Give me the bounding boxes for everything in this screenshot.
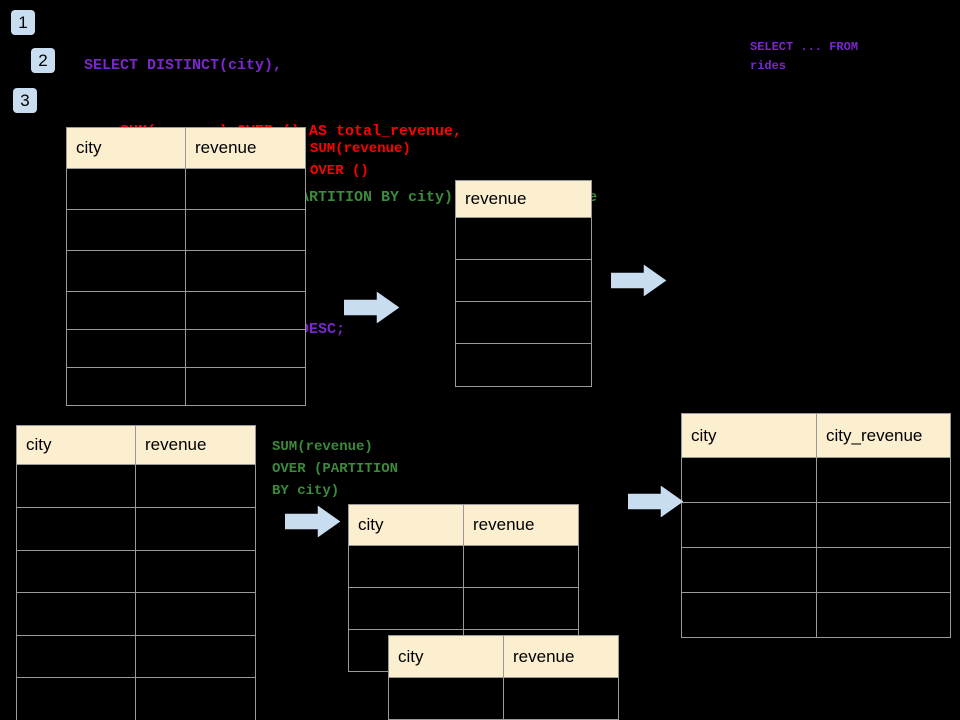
table-partition-back: city revenue — [348, 504, 579, 672]
table-result: city city_revenue — [681, 413, 951, 638]
column-header-city: city — [16, 425, 136, 465]
arrow-right-icon-top-1 — [343, 291, 400, 324]
table-row — [681, 592, 951, 638]
column-header-revenue: revenue — [503, 635, 619, 678]
column-header-city: city — [348, 504, 464, 546]
column-header-revenue: revenue — [463, 504, 579, 546]
table-row — [66, 367, 306, 406]
table-header-row: revenue — [455, 180, 592, 218]
table-row — [16, 592, 256, 636]
table-rides-bottom: city revenue — [16, 425, 256, 720]
table-cell — [16, 635, 136, 678]
table-cell — [135, 550, 256, 593]
table-header-row: city revenue — [388, 635, 619, 678]
table-cell — [66, 168, 186, 210]
table-row — [16, 507, 256, 551]
table-cell — [185, 168, 306, 210]
table-cell — [816, 502, 951, 548]
table-row — [66, 168, 306, 210]
table-row — [16, 635, 256, 678]
table-row — [455, 217, 592, 260]
table-row — [348, 587, 579, 630]
table-cell — [388, 677, 504, 720]
table-cell — [681, 547, 817, 593]
column-header-city: city — [681, 413, 817, 458]
table-cell — [463, 587, 579, 630]
table-cell — [66, 250, 186, 292]
arrow-right-icon-bottom-2 — [627, 485, 684, 518]
table-cell — [681, 592, 817, 638]
table-cell — [681, 502, 817, 548]
table-row — [455, 259, 592, 302]
table-cell — [455, 259, 592, 302]
step-badge-2: 2 — [31, 48, 55, 73]
table-cell — [66, 209, 186, 251]
column-header-city: city — [66, 127, 186, 169]
table-cell — [455, 217, 592, 260]
table-cell — [135, 464, 256, 508]
table-cell — [66, 291, 186, 330]
table-cell — [16, 677, 136, 720]
table-cell — [66, 367, 186, 406]
table-row — [66, 291, 306, 330]
table-row — [16, 464, 256, 508]
table-row — [348, 545, 579, 588]
table-partition-front: city revenue — [388, 635, 619, 720]
table-rides-top: city revenue — [66, 127, 306, 406]
table-cell — [185, 250, 306, 292]
sql-line-select: SELECT DISTINCT(city), — [84, 57, 283, 74]
table-header-row: city revenue — [348, 504, 579, 546]
column-header-revenue: revenue — [185, 127, 306, 169]
table-row — [455, 343, 592, 387]
table-cell — [16, 464, 136, 508]
table-row — [16, 550, 256, 593]
table-cell — [348, 545, 464, 588]
table-cell — [185, 367, 306, 406]
table-row — [388, 677, 619, 720]
table-row — [16, 677, 256, 720]
column-header-city-revenue: city_revenue — [816, 413, 951, 458]
side-note-select-from-rides: SELECT ... FROM rides — [750, 40, 859, 73]
table-cell — [185, 209, 306, 251]
table-row — [681, 547, 951, 593]
column-header-revenue: revenue — [455, 180, 592, 218]
table-cell — [816, 547, 951, 593]
table-row — [455, 301, 592, 344]
arrow-right-icon-top-2 — [610, 264, 667, 297]
table-cell — [463, 545, 579, 588]
table-header-row: city revenue — [16, 425, 256, 465]
table-cell — [135, 507, 256, 551]
step-badge-3: 3 — [13, 88, 37, 113]
table-cell — [455, 343, 592, 387]
column-header-city: city — [388, 635, 504, 678]
table-cell — [135, 677, 256, 720]
table-cell — [16, 592, 136, 636]
table-row — [66, 209, 306, 251]
table-cell — [16, 550, 136, 593]
table-cell — [16, 507, 136, 551]
table-cell — [503, 677, 619, 720]
table-cell — [455, 301, 592, 344]
annotation-sum-over-partition: SUM(revenue) OVER (PARTITION BY city) — [272, 439, 399, 499]
annotation-sum-over-empty: SUM(revenue) OVER () — [310, 141, 411, 179]
table-cell — [135, 592, 256, 636]
table-header-row: city city_revenue — [681, 413, 951, 458]
table-cell — [185, 291, 306, 330]
table-cell — [66, 329, 186, 368]
table-row — [681, 457, 951, 503]
table-row — [681, 502, 951, 548]
column-header-revenue: revenue — [135, 425, 256, 465]
step-badge-1: 1 — [11, 10, 35, 35]
table-row — [66, 329, 306, 368]
table-cell — [135, 635, 256, 678]
table-row — [66, 250, 306, 292]
table-total-revenue: revenue — [455, 180, 592, 387]
table-header-row: city revenue — [66, 127, 306, 169]
arrow-right-icon-bottom-1 — [284, 505, 341, 538]
table-cell — [348, 587, 464, 630]
table-cell — [816, 592, 951, 638]
table-cell — [816, 457, 951, 503]
table-cell — [681, 457, 817, 503]
table-cell — [185, 329, 306, 368]
